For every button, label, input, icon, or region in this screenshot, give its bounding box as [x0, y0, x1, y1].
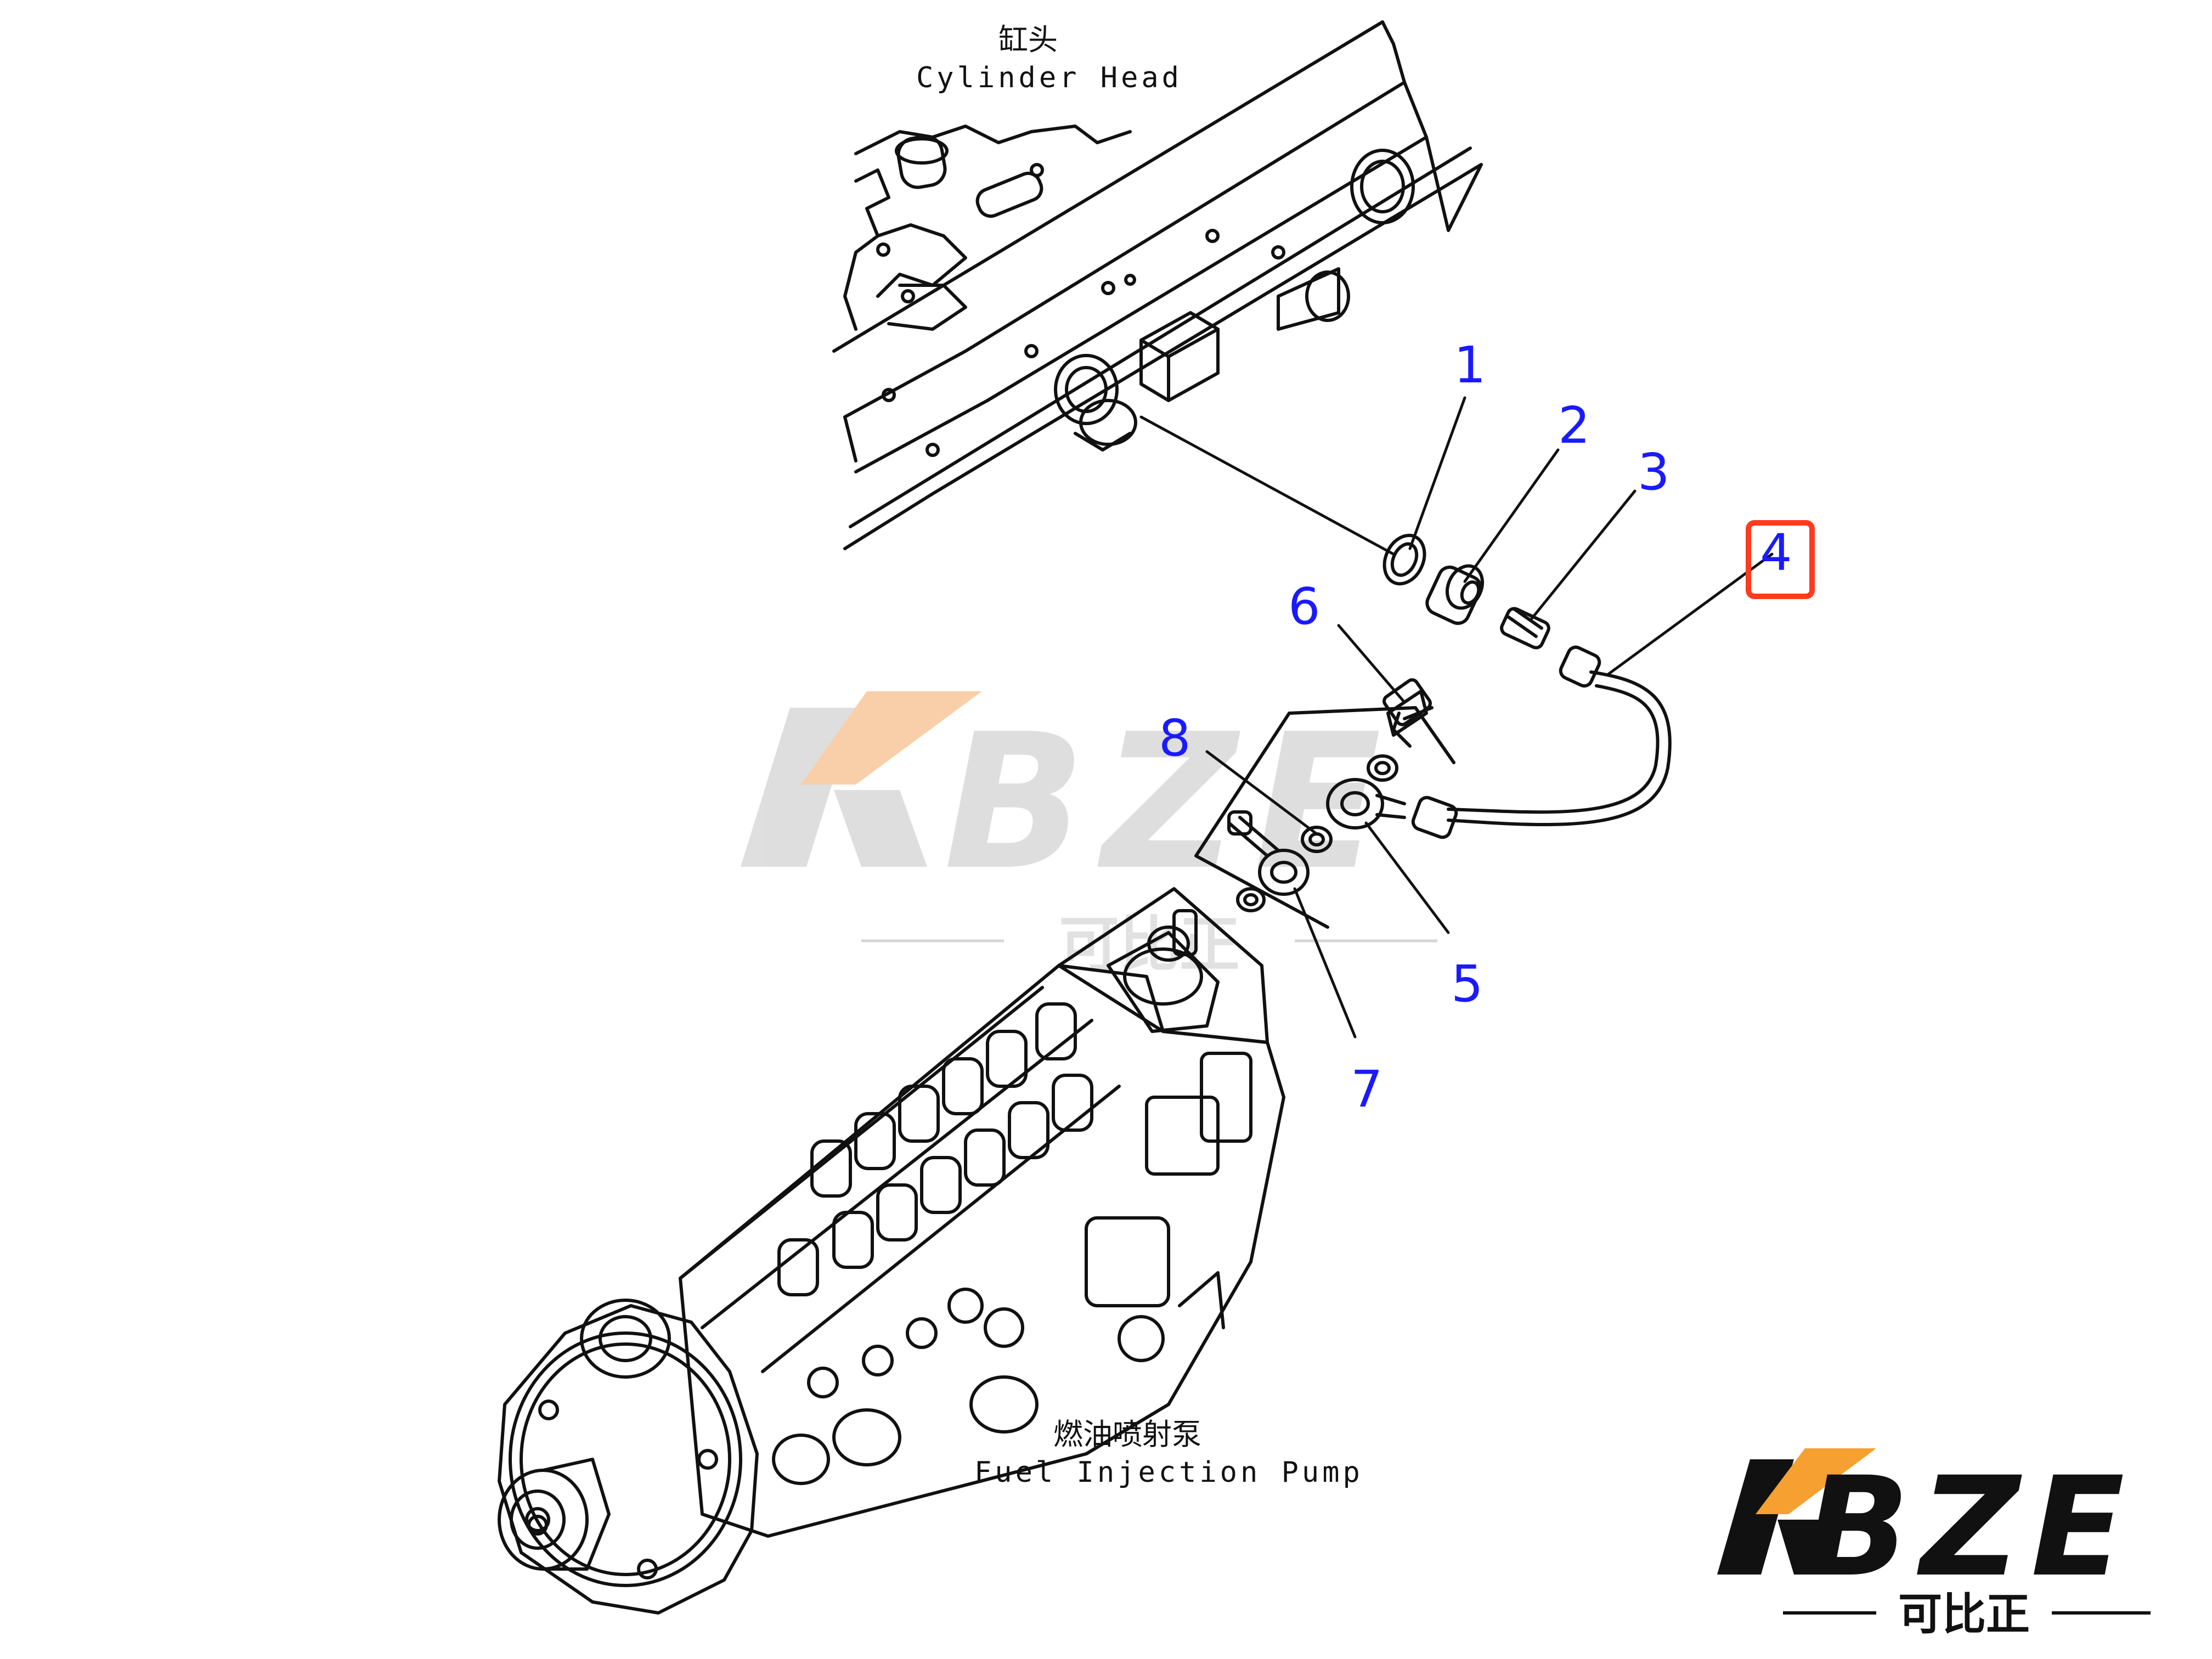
leader-head-to-washer	[1139, 415, 1395, 556]
watermark: BZE 可比正	[741, 691, 1437, 980]
callout-1: 1	[1454, 336, 1486, 394]
part-5-banjo	[1326, 778, 1406, 830]
leader-6	[1337, 624, 1406, 704]
leader-8	[1205, 750, 1318, 836]
part-2-adapter	[1425, 564, 1485, 625]
callout-8: 8	[1159, 709, 1191, 768]
cylinder-head-label-cn: 缸头	[998, 22, 1058, 57]
cylinder-head-label-en: Cylinder Head	[916, 61, 1182, 94]
callout-4: 4	[1760, 523, 1792, 582]
fuel-injection-pump	[498, 887, 1285, 1615]
pump-label-cn: 燃油喷射泵	[1053, 1417, 1201, 1452]
watermark-k-mark	[741, 691, 982, 867]
callout-7: 7	[1351, 1060, 1383, 1119]
logo-k-mark	[1717, 1448, 1876, 1575]
leader-1	[1408, 396, 1466, 550]
leader-2	[1463, 448, 1560, 583]
callout-4-highlight	[1746, 520, 1815, 599]
logo-sub: 可比正	[1898, 1589, 2030, 1640]
part-1-washer	[1383, 533, 1426, 586]
callout-3: 3	[1638, 443, 1670, 501]
kbze-logo: BZE 可比正	[1717, 1448, 2151, 1640]
leader-7	[1293, 887, 1357, 1039]
leader-4	[1606, 552, 1774, 676]
leader-lines	[1139, 396, 1774, 1039]
part-7-banjo	[1227, 810, 1310, 896]
callout-5: 5	[1451, 955, 1483, 1013]
exploded-box	[1194, 706, 1455, 929]
pump-label-en: Fuel Injection Pump	[974, 1456, 1363, 1489]
part-4-pipe	[1411, 645, 1672, 839]
part-3-nipple	[1500, 607, 1550, 650]
leader-3	[1529, 489, 1637, 622]
leader-5	[1364, 821, 1450, 934]
callout-2: 2	[1558, 396, 1590, 455]
cylinder-head	[832, 20, 1483, 550]
parts	[1194, 533, 1672, 929]
callout-6: 6	[1288, 577, 1321, 636]
logo-text: BZE	[1805, 1448, 2136, 1607]
part-6-bolt	[1383, 678, 1434, 748]
